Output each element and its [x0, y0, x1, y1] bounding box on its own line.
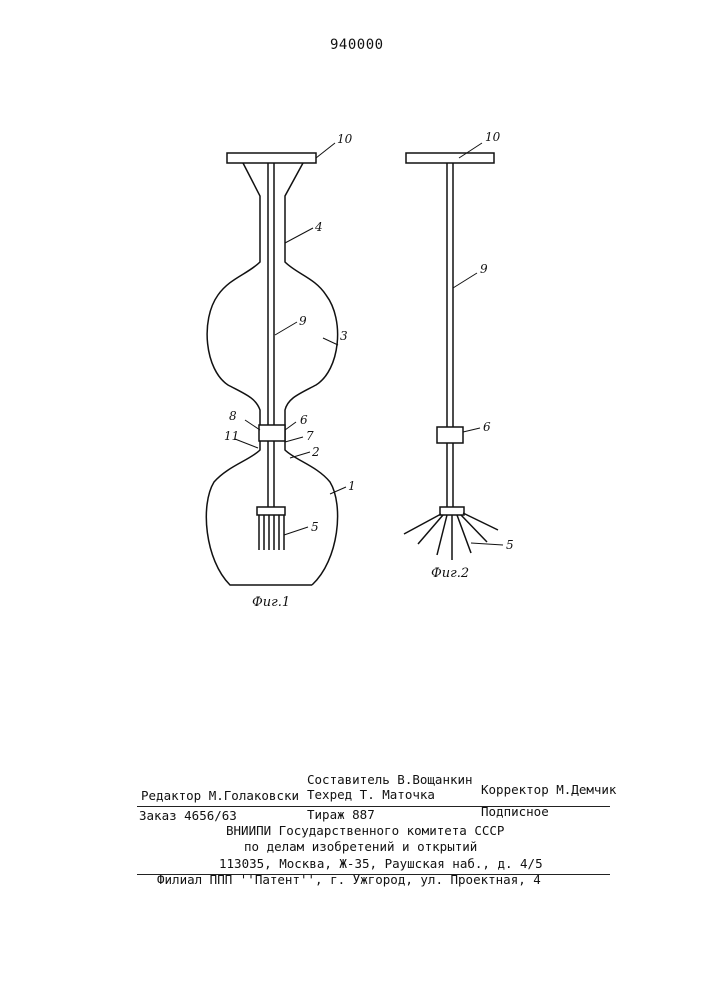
label-9: 9 [299, 314, 307, 328]
plate-10 [406, 153, 494, 163]
compiler: Составитель В.Вощанкин [307, 772, 473, 787]
brush-holder [257, 507, 285, 515]
figure-2-device [404, 153, 498, 560]
address: 113035, Москва, Ж-35, Раушская наб., д. … [219, 856, 543, 871]
coupling-6 [437, 427, 463, 443]
label-11: 11 [224, 429, 239, 443]
label-10: 10 [485, 130, 501, 144]
figure-2-caption: Фиг.2 [431, 566, 469, 581]
techred: Техред Т. Маточка [307, 787, 435, 802]
label-7: 7 [306, 429, 314, 443]
label-9: 9 [480, 262, 488, 276]
label-10: 10 [337, 132, 353, 146]
corrector: Корректор М.Демчик [481, 782, 616, 797]
org-line-1: ВНИИПИ Государственного комитета СССР [226, 823, 504, 838]
label-3: 3 [340, 329, 348, 343]
order: Заказ 4656/63 [139, 808, 237, 823]
editor: Редактор М.Голаковски [141, 788, 299, 803]
label-1: 1 [348, 479, 356, 493]
coupling-6 [259, 425, 285, 441]
patent-drawings: 10 4 9 3 8 6 11 7 2 1 5 Фиг.1 10 9 [0, 0, 707, 620]
label-5: 5 [506, 538, 514, 552]
figure-2-leaders [453, 143, 503, 545]
label-8: 8 [229, 409, 237, 423]
label-6: 6 [300, 413, 308, 427]
label-6: 6 [483, 420, 491, 434]
figure-1-leaders [235, 143, 346, 535]
plate-10 [227, 153, 316, 163]
branch: Филиал ППП ''Патент'', г. Ужгород, ул. П… [157, 872, 541, 887]
label-4: 4 [314, 220, 323, 234]
label-5: 5 [311, 520, 319, 534]
org-line-2: по делам изобретений и открытий [244, 839, 477, 854]
subscription: Подписное [481, 804, 549, 819]
figure-1-caption: Фиг.1 [252, 595, 290, 610]
label-2: 2 [311, 445, 320, 459]
circulation: Тираж 887 [307, 807, 375, 822]
brush-holder [440, 507, 464, 515]
